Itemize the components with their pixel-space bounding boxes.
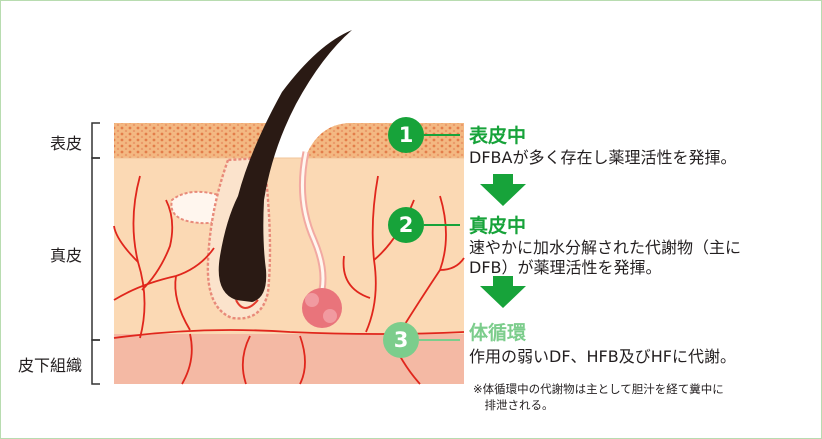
dermis-layer [114, 158, 464, 334]
step-3-badge: 3 [383, 322, 419, 358]
layer-label-dermis: 真皮 [50, 242, 82, 266]
sweat-gland [302, 288, 342, 328]
subcutis-bracket [92, 340, 100, 384]
step-2-description-line-2: DFB）が薬理活性を発揮。 [469, 258, 662, 278]
step-3-description: 作用の弱いDF、HFB及びHFに代謝。 [469, 347, 736, 367]
dermis-bracket [92, 158, 100, 340]
epidermis-bracket [92, 123, 100, 158]
flow-arrow-1-2 [480, 174, 526, 206]
step-1-connector [424, 134, 460, 136]
layer-label-subcutis: 皮下組織 [18, 352, 82, 376]
step-2-description-line-1: 速やかに加水分解された代謝物（主に [469, 238, 741, 258]
step-1-title: 表皮中 [469, 121, 526, 148]
step-2-badge: 2 [388, 207, 424, 243]
step-1-description: DFBAが多く存在し薬理活性を発揮。 [469, 148, 736, 168]
step-3-connector [419, 339, 460, 341]
step-3-title: 体循環 [469, 318, 526, 345]
layer-label-epidermis: 表皮 [50, 130, 82, 154]
step-2-title: 真皮中 [469, 211, 526, 238]
step-2-connector [424, 224, 460, 226]
step-1-badge: 1 [388, 117, 424, 153]
footnote-line-2: 排泄される。 [473, 397, 554, 413]
footnote-line-1: ※体循環中の代謝物は主として胆汁を経て糞中に [473, 381, 724, 397]
flow-arrow-2-3 [480, 276, 526, 308]
